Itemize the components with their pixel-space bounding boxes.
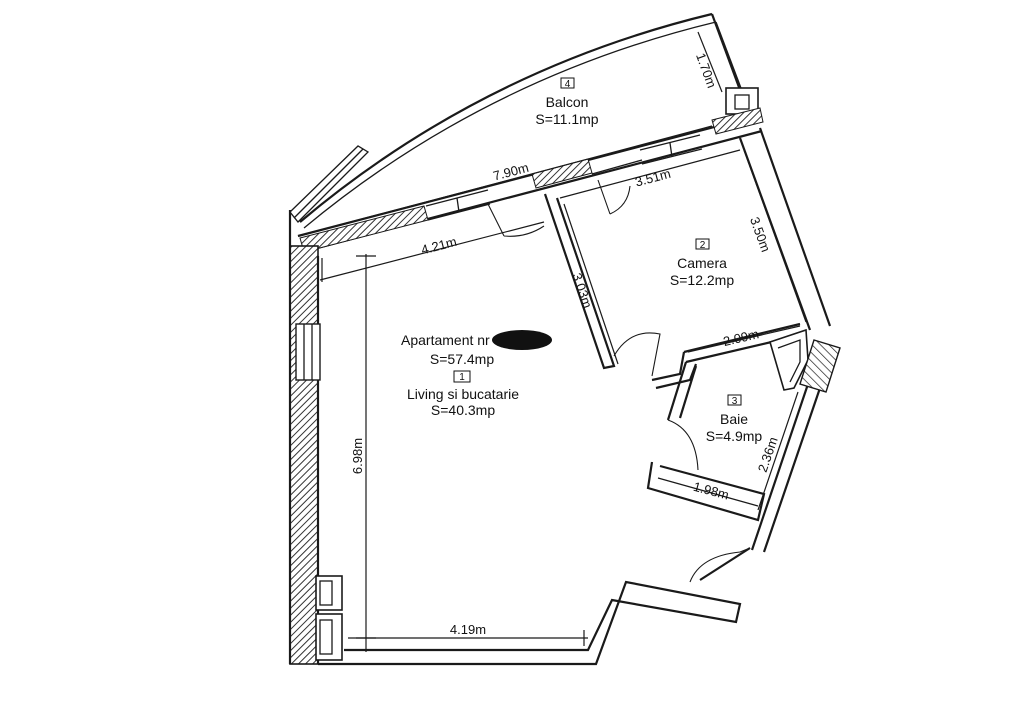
- facade-hatch-3: [711, 107, 764, 135]
- facade-window-3: [587, 145, 643, 175]
- dim-living-bottom: 4.19m: [450, 622, 486, 637]
- room-number-2: 2: [700, 240, 706, 251]
- bathroom-shaft: [769, 328, 809, 391]
- doors: [487, 179, 751, 583]
- facade-wall: [297, 107, 764, 254]
- balcony-right-wall-inner: [715, 21, 745, 97]
- redacted-apartment-number: [492, 330, 552, 350]
- facade-window-2: [639, 134, 703, 165]
- apartment-area: S=57.4mp: [430, 351, 494, 367]
- dim-living-top: 4.21m: [420, 234, 459, 258]
- room-label-living: Apartament nr S=57.4mp 1 Living si bucat…: [401, 330, 552, 418]
- room-area-baie: S=4.9mp: [706, 428, 763, 444]
- dim-camera-top: 3.51m: [633, 166, 672, 190]
- room-area-balcon: S=11.1mp: [535, 111, 598, 127]
- facade-window-1: [425, 189, 491, 221]
- facade-hatch-1: [299, 205, 429, 253]
- balcony-curved-rail-inner: [303, 21, 717, 229]
- balcony-right-wall: [710, 13, 742, 91]
- dim-living-left: 6.98m: [350, 438, 365, 474]
- balcony-area: [289, 12, 759, 229]
- room-name-living: Living si bucatarie: [407, 386, 519, 402]
- dim-balcon-depth: 1.70m: [693, 51, 719, 90]
- balcony-glass-line: [293, 148, 364, 219]
- left-window-box: [295, 323, 321, 381]
- room-area-camera: S=12.2mp: [670, 272, 734, 288]
- room-number-box-1: [453, 370, 471, 383]
- room-label-baie: 3 Baie S=4.9mp: [706, 394, 763, 444]
- door-balcony-camera: [597, 179, 631, 215]
- room-label-camera: 2 Camera S=12.2mp: [670, 238, 734, 288]
- room-number-box-4: [560, 77, 575, 89]
- room-name-camera: Camera: [677, 255, 727, 271]
- balcony-curved-rail: [299, 12, 713, 223]
- room-number-box-3: [727, 394, 742, 406]
- door-bathroom: [667, 419, 699, 471]
- room-area-living: S=40.3mp: [431, 402, 495, 418]
- bathroom-walls: [646, 328, 841, 553]
- door-balcony-living: [487, 203, 545, 237]
- column-box-inner: [734, 94, 750, 110]
- room-name-baie: Baie: [720, 411, 748, 427]
- room-number-4: 4: [565, 79, 571, 90]
- left-wall-hatch: [289, 245, 319, 665]
- apartment-label: Apartament nr: [401, 332, 490, 348]
- hatched-column: [799, 339, 841, 393]
- left-exterior-wall: [288, 210, 343, 665]
- balcony-glass-corner: [289, 145, 370, 223]
- dimension-lines: [297, 31, 807, 652]
- room-number-3: 3: [732, 396, 738, 407]
- dim-camera-left: 3.03m: [569, 271, 595, 310]
- room-name-balcon: Balcon: [546, 94, 589, 110]
- room-label-balcon: 4 Balcon S=11.1mp: [535, 77, 599, 127]
- living-walls: [318, 547, 751, 666]
- room-number-1: 1: [459, 372, 465, 383]
- door-camera: [613, 332, 661, 377]
- room-number-box-2: [695, 238, 710, 250]
- door-entrance: [689, 547, 751, 583]
